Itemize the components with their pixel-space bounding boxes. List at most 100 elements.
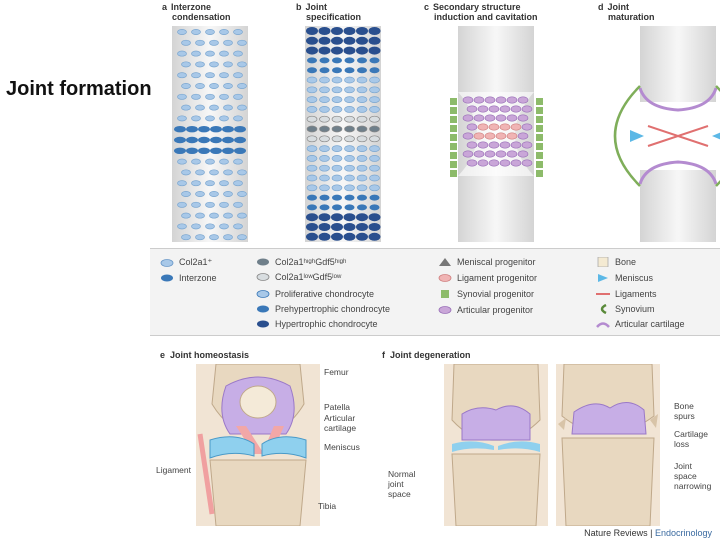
cell [306, 76, 318, 84]
legend-col2a1: Col2a1⁺ [160, 257, 212, 268]
synovial-progenitor [536, 98, 543, 105]
chondrocyte-cell [181, 234, 191, 241]
synovial-progenitor [536, 143, 543, 150]
cell [369, 155, 380, 162]
cell [306, 125, 318, 133]
cell [357, 57, 367, 64]
chondrocyte-cell [195, 61, 205, 68]
legend-col2a1-label: Col2a1⁺ [179, 257, 213, 267]
chondrocyte-cell [195, 212, 205, 219]
section-f-title: f Joint degeneration [382, 350, 471, 360]
articular-progenitor [466, 159, 478, 167]
legend-ligament-progenitor-label: Ligament progenitor [457, 273, 538, 283]
chondrocyte-cell [177, 223, 187, 230]
cell [306, 164, 318, 172]
articular-progenitor [521, 141, 533, 149]
cell [331, 145, 343, 152]
chondrocyte-cell [205, 180, 215, 187]
chondrocyte-cell [233, 201, 243, 208]
chondrocyte-cell [181, 169, 191, 176]
knee-e-side-ligament [197, 433, 215, 515]
cell [368, 223, 381, 231]
legend-prehypertrophic-label: Prehypertrophic chondrocyte [275, 304, 391, 314]
articular-progenitor [521, 105, 533, 113]
ligament-progenitor [473, 132, 485, 140]
articular-progenitor [462, 150, 474, 158]
synovial-progenitor [450, 125, 457, 132]
cell [319, 96, 330, 103]
panel-d-meniscus-right [712, 132, 720, 140]
label-meniscus: Meniscus [324, 442, 360, 452]
legend-ligament-progenitor: Ligament progenitor [438, 273, 537, 283]
cell [344, 174, 355, 182]
articular-progenitor [499, 159, 511, 167]
ligament-progenitor [506, 132, 518, 140]
legend-col2a1-high: Col2a1ʰᶦᵍʰGdf5ʰᶦᵍʰ [256, 257, 346, 267]
cell [356, 96, 368, 103]
cell [319, 67, 330, 74]
chondrocyte-cell [223, 104, 233, 111]
articular-progenitor [521, 123, 533, 131]
cell [369, 76, 380, 84]
chondrocyte-cell [219, 29, 229, 35]
chondrocyte-cell [191, 201, 201, 208]
chondrocyte-cell [223, 191, 233, 197]
cell [356, 164, 368, 172]
panel-b-letter: b [296, 2, 302, 12]
cell [356, 232, 368, 241]
legend-ligaments-label: Ligaments [615, 289, 657, 299]
cell [319, 115, 330, 123]
cell [331, 115, 343, 123]
cell [369, 184, 380, 192]
articular-progenitor [477, 105, 489, 113]
articular-progenitor [495, 96, 507, 104]
chondrocyte-cell [181, 104, 191, 111]
ligament-progenitor [488, 123, 500, 131]
cell [369, 194, 380, 201]
label-femur: Femur [324, 367, 349, 377]
cell [357, 204, 367, 211]
knee-e-meniscus-right [261, 436, 307, 459]
cell [344, 106, 355, 113]
chondrocyte-cell [177, 72, 187, 79]
cell [356, 46, 368, 55]
cell [356, 76, 368, 84]
legend-meniscal-label: Meniscal progenitor [457, 257, 536, 267]
chondrocyte-cell [177, 180, 187, 187]
articular-progenitor [477, 141, 489, 149]
articular-progenitor [488, 159, 500, 167]
knee-e-ligament-1 [236, 426, 264, 454]
label-normal-3: space [388, 489, 411, 499]
cell [344, 194, 355, 201]
chondrocyte-cell [195, 83, 205, 89]
legend: Col2a1⁺ Interzone Col2a1ʰᶦᵍʰGdf5ʰᶦᵍʰ Col… [150, 248, 720, 336]
articular-progenitor [484, 114, 496, 122]
knee-f1-cartilage [461, 405, 531, 441]
cell [306, 86, 318, 94]
cell [369, 115, 380, 123]
panel-a-cells [174, 29, 247, 241]
cell [319, 86, 330, 94]
interzone-cell [186, 126, 198, 133]
cell [368, 36, 381, 45]
cell [356, 213, 368, 222]
legend-hypertrophic-label: Hypertrophic chondrocyte [275, 319, 378, 329]
legend-bone-label: Bone [615, 257, 637, 267]
chondrocyte-cell [205, 223, 215, 230]
cell [319, 125, 330, 133]
chondrocyte-cell [209, 169, 219, 176]
synovial-progenitor [536, 152, 543, 159]
cell [344, 184, 355, 192]
cell [344, 67, 355, 74]
cell [344, 155, 355, 162]
chondrocyte-cell [205, 201, 215, 208]
cell [318, 213, 331, 222]
cell [356, 27, 368, 35]
panel-c-cells [450, 96, 543, 177]
chondrocyte-cell [209, 234, 219, 241]
cell [307, 204, 317, 211]
articular-progenitor [466, 123, 478, 131]
legend-col2a1-low-label: Col2a1ˡᵒʷGdf5ˡᵒʷ [275, 272, 342, 282]
cell [369, 145, 380, 152]
